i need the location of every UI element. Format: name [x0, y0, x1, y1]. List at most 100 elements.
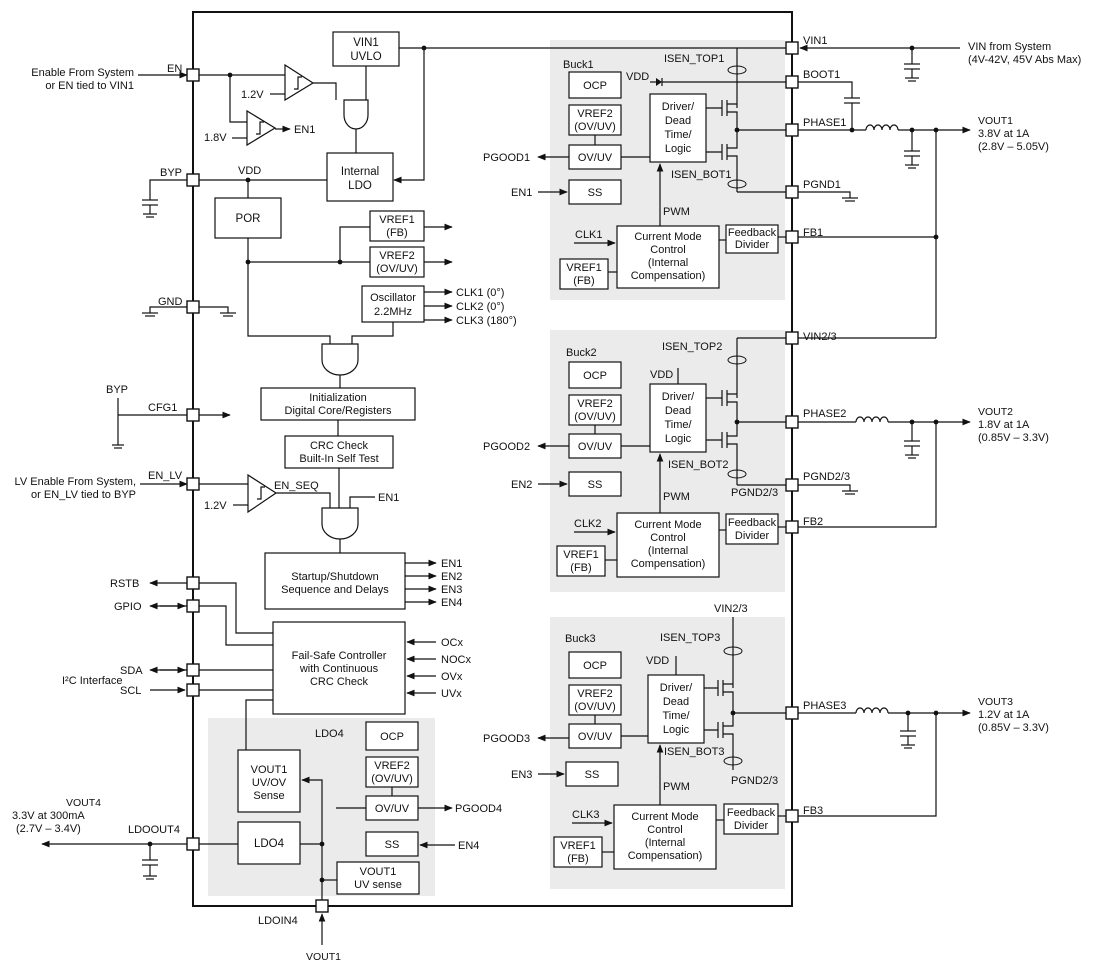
buck2-pwm: PWM — [663, 491, 690, 503]
ldo4-block-label: LDO4 — [254, 838, 285, 850]
ldo4-ovuv-block — [365, 795, 419, 821]
pin-sda[interactable] — [186, 663, 200, 677]
ldo4-vref2-label-2: (OV/UV) — [371, 773, 413, 785]
pin-cfg1[interactable] — [186, 408, 200, 422]
pin-gpio[interactable] — [186, 599, 200, 613]
pgood2-label: PGOOD2 — [483, 441, 530, 453]
internal-ldo-label-2: LDO — [348, 180, 372, 192]
pin-fb3[interactable] — [785, 809, 799, 823]
vin-system-range: (4V-42V, 45V Abs Max) — [968, 54, 1081, 66]
clk1-out-label: CLK1 (0°) — [456, 287, 504, 299]
pin-pgnd1[interactable] — [785, 185, 799, 199]
pin-ldoout4[interactable] — [186, 837, 200, 851]
en-seq-label: EN_SEQ — [274, 480, 319, 492]
pin-fb2[interactable] — [785, 520, 799, 534]
failsafe-label-3: CRC Check — [310, 676, 369, 688]
core-logic: VIN1 UVLO 1.2V EN1 1.8V Internal LDO VDD — [199, 31, 517, 715]
pin-vin1[interactable] — [785, 41, 799, 55]
buck2-vdd: VDD — [650, 369, 673, 381]
buck1-boot-diode — [656, 78, 662, 86]
pin-en[interactable] — [186, 68, 200, 82]
buck2-vref1-label-2: (FB) — [570, 562, 591, 574]
buck3-ocp-label: OCP — [583, 660, 607, 672]
pin-byp[interactable] — [186, 173, 200, 187]
buck2-title: Buck2 — [566, 347, 597, 359]
buck3-vdd: VDD — [646, 655, 669, 667]
buck3-driver — [647, 674, 705, 744]
vin1-uvlo-label: VIN1 — [353, 37, 379, 49]
pin-vin23[interactable] — [785, 331, 799, 345]
enable-system-label-2: or EN tied to VIN1 — [45, 80, 134, 92]
pin-phase2[interactable] — [785, 415, 799, 429]
buck1-ss-label: SS — [588, 187, 603, 199]
buck3-fbdiv-label: Feedback — [727, 807, 776, 819]
pin-fb1-label: FB1 — [803, 227, 823, 239]
pin-ldoin4-label: LDOIN4 — [258, 915, 298, 927]
buck1-vref1 — [559, 258, 609, 290]
buck2-en-label: EN2 — [511, 479, 532, 491]
ldo4-ocp-block — [365, 721, 419, 751]
buck3-cmc — [613, 804, 717, 870]
buck3-vin-ref: VIN2/3 — [714, 603, 748, 615]
pin-phase2-label: PHASE2 — [803, 408, 846, 420]
buck1-vdd: VDD — [626, 71, 649, 83]
thr-lv-label: 1.2V — [204, 500, 227, 512]
pin-pgnd23[interactable] — [785, 478, 799, 492]
buck3-vref2-label: VREF2 — [577, 688, 612, 700]
vout3-range: (0.85V – 3.3V) — [978, 722, 1049, 734]
init-label: Initialization — [309, 392, 366, 404]
pin-phase1[interactable] — [785, 123, 799, 137]
pin-ldoin4[interactable] — [315, 899, 329, 913]
buck2-vref1-label: VREF1 — [563, 549, 598, 561]
startup-label-2: Sequence and Delays — [281, 584, 389, 596]
por-label: POR — [236, 213, 261, 225]
init-block — [260, 387, 416, 421]
buck2-cmc-l2: Control — [650, 532, 685, 544]
buck1-isen-top: ISEN_TOP1 — [664, 53, 724, 65]
vout4-value: 3.3V at 300mA — [12, 810, 85, 822]
ldo4-ovuv-label: OV/UV — [375, 803, 410, 815]
vin1-uvlo-label-2: UVLO — [350, 51, 381, 63]
pin-fb1[interactable] — [785, 230, 799, 244]
pin-gnd[interactable] — [186, 300, 200, 314]
buck2-ocp-label: OCP — [583, 370, 607, 382]
init-label-2: Digital Core/Registers — [285, 405, 392, 417]
buck3-clk: CLK3 — [572, 809, 600, 821]
buck1-cmc-l1: Current Mode — [634, 231, 701, 243]
pin-vin23-label: VIN2/3 — [803, 331, 837, 343]
buck3-cmc-l2: Control — [647, 824, 682, 836]
buck1-driver-l3: Time/ — [664, 129, 692, 141]
buck1-fbdiv-label-2: Divider — [735, 239, 770, 251]
buck1-pwm: PWM — [663, 206, 690, 218]
buck3-isen-top: ISEN_TOP3 — [660, 632, 720, 644]
startup-label: Startup/Shutdown — [291, 571, 378, 583]
vout3-name: VOUT3 — [978, 696, 1013, 708]
buck1-driver-l4: Logic — [665, 143, 692, 155]
buck1-cmc — [616, 225, 720, 289]
oscillator-block — [361, 285, 425, 323]
buck1-isen-bot: ISEN_BOT1 — [671, 169, 732, 181]
buck3-driver-l4: Logic — [663, 724, 690, 736]
pin-scl[interactable] — [186, 683, 200, 697]
crc-label-2: Built-In Self Test — [299, 453, 378, 465]
clk3-out-label: CLK3 (180°) — [456, 315, 517, 327]
pin-rstb[interactable] — [186, 576, 200, 590]
en2-out: EN2 — [441, 571, 462, 583]
vref2-block — [369, 246, 425, 278]
en1-in-label: EN1 — [378, 492, 399, 504]
clk2-out-label: CLK2 (0°) — [456, 301, 504, 313]
buck1-clk: CLK1 — [575, 229, 603, 241]
buck2-vref2-label-2: (OV/UV) — [574, 411, 616, 423]
pin-en-lv[interactable] — [186, 477, 200, 491]
buck2-isen-bot-sensor — [727, 469, 747, 479]
pin-phase3[interactable] — [785, 706, 799, 720]
buck2-vref1 — [556, 545, 606, 577]
buck2-ocp — [568, 361, 622, 389]
inductor-3 — [855, 707, 889, 714]
buck1-driver — [649, 93, 707, 163]
pin-pgnd1-label: PGND1 — [803, 179, 841, 191]
vref2-label: VREF2 — [379, 250, 414, 262]
pin-boot1[interactable] — [785, 75, 799, 89]
buck1-driver-l1: Driver/ — [662, 101, 695, 113]
buck1-cmc-l3: (Internal — [648, 257, 688, 269]
